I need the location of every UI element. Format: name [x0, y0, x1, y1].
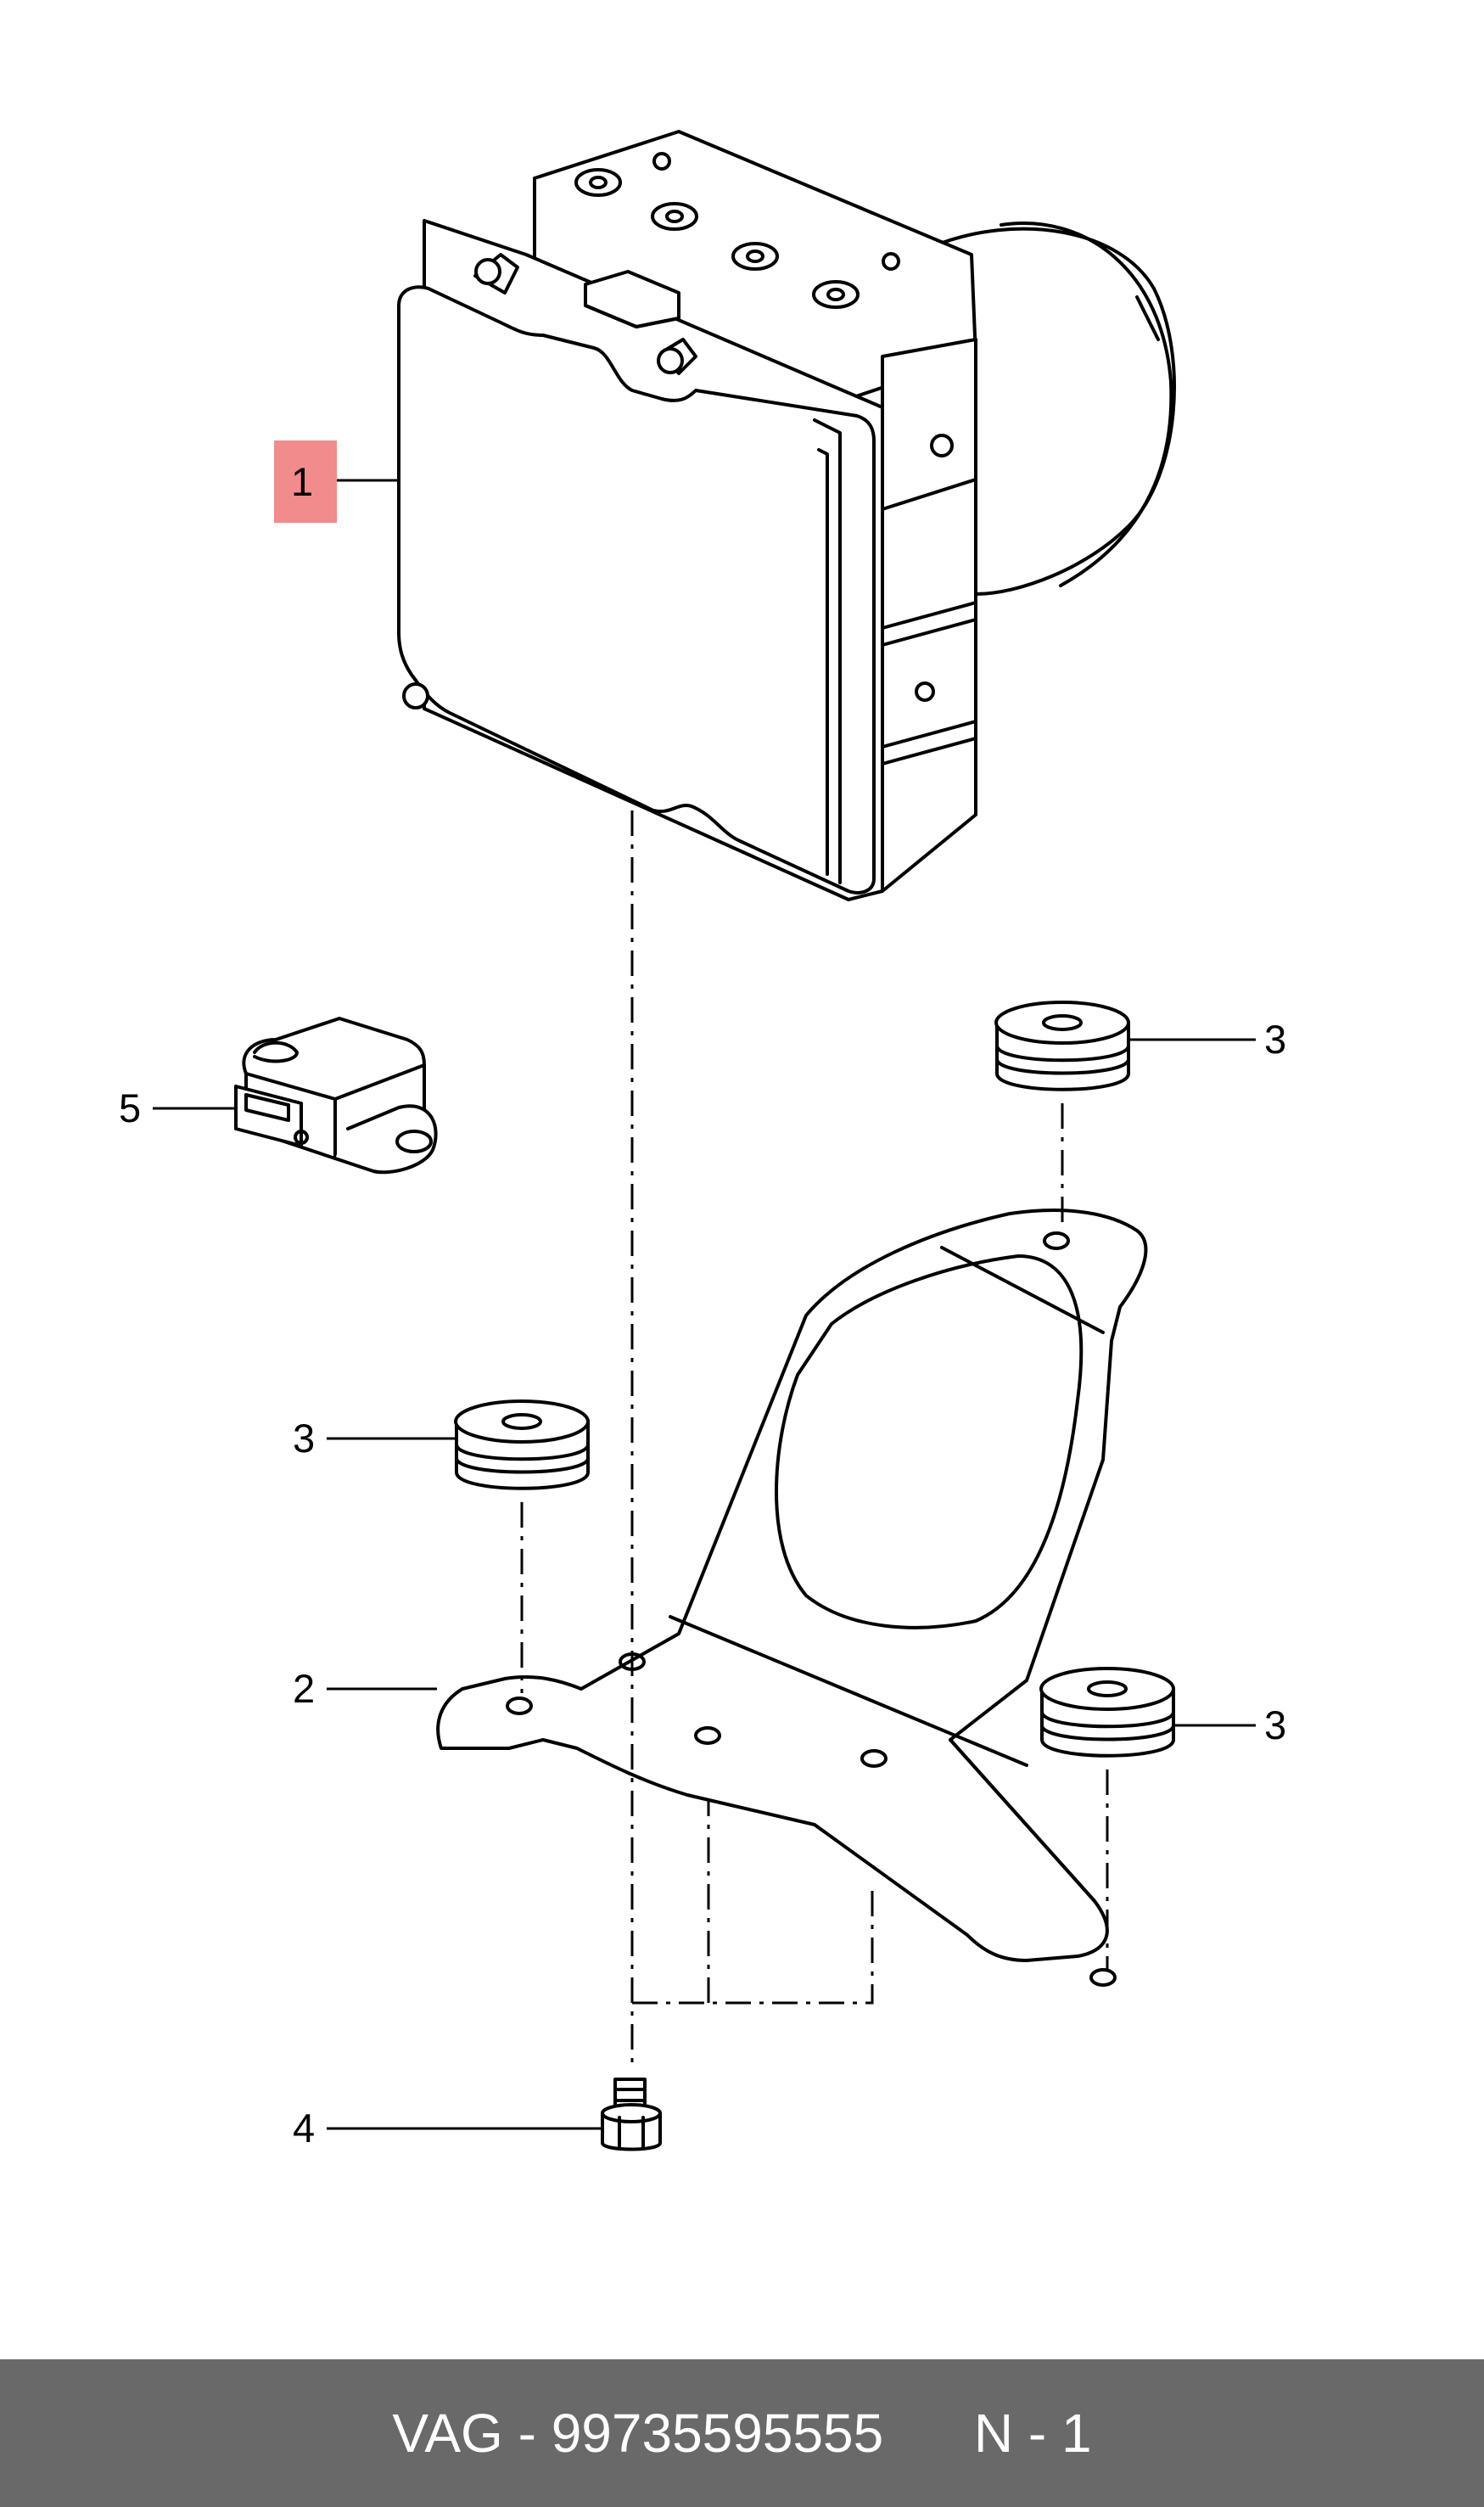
bracket-part-2: [436, 1209, 1148, 1987]
callout-3-right: 3: [1264, 1702, 1286, 1747]
callout-1-highlight: [274, 440, 337, 523]
callout-4: 4: [293, 2106, 315, 2151]
sensor-part-5: [234, 1017, 438, 1175]
rubber-mount-3b: [454, 1399, 590, 1490]
footer-bar: VAG - 99735595555 N - 1: [0, 2359, 1484, 2507]
rubber-mount-3c: [1039, 1667, 1175, 1758]
footer-text: VAG - 99735595555 N - 1: [392, 2402, 1091, 2465]
callout-3-top: 3: [1264, 1017, 1286, 1062]
assembly-guide-lines: [520, 810, 1109, 2071]
footer-separator: -: [518, 2403, 536, 2464]
callout-1: 1: [291, 459, 313, 504]
abs-control-unit: [397, 130, 1176, 901]
rubber-mount-3a: [994, 1001, 1130, 1091]
footer-brand: VAG: [392, 2403, 503, 2464]
parts-diagram: 1 5 3 3 2 3 4: [119, 130, 1286, 2151]
callout-2: 2: [293, 1666, 315, 1711]
footer-sheet: N - 1: [973, 2403, 1092, 2464]
callout-3-left: 3: [293, 1416, 315, 1461]
callout-leaders: [153, 479, 1256, 2130]
bolt-part-4: [601, 2078, 662, 2151]
callout-5: 5: [119, 1085, 141, 1130]
footer-part-number: 99735595555: [551, 2403, 884, 2464]
